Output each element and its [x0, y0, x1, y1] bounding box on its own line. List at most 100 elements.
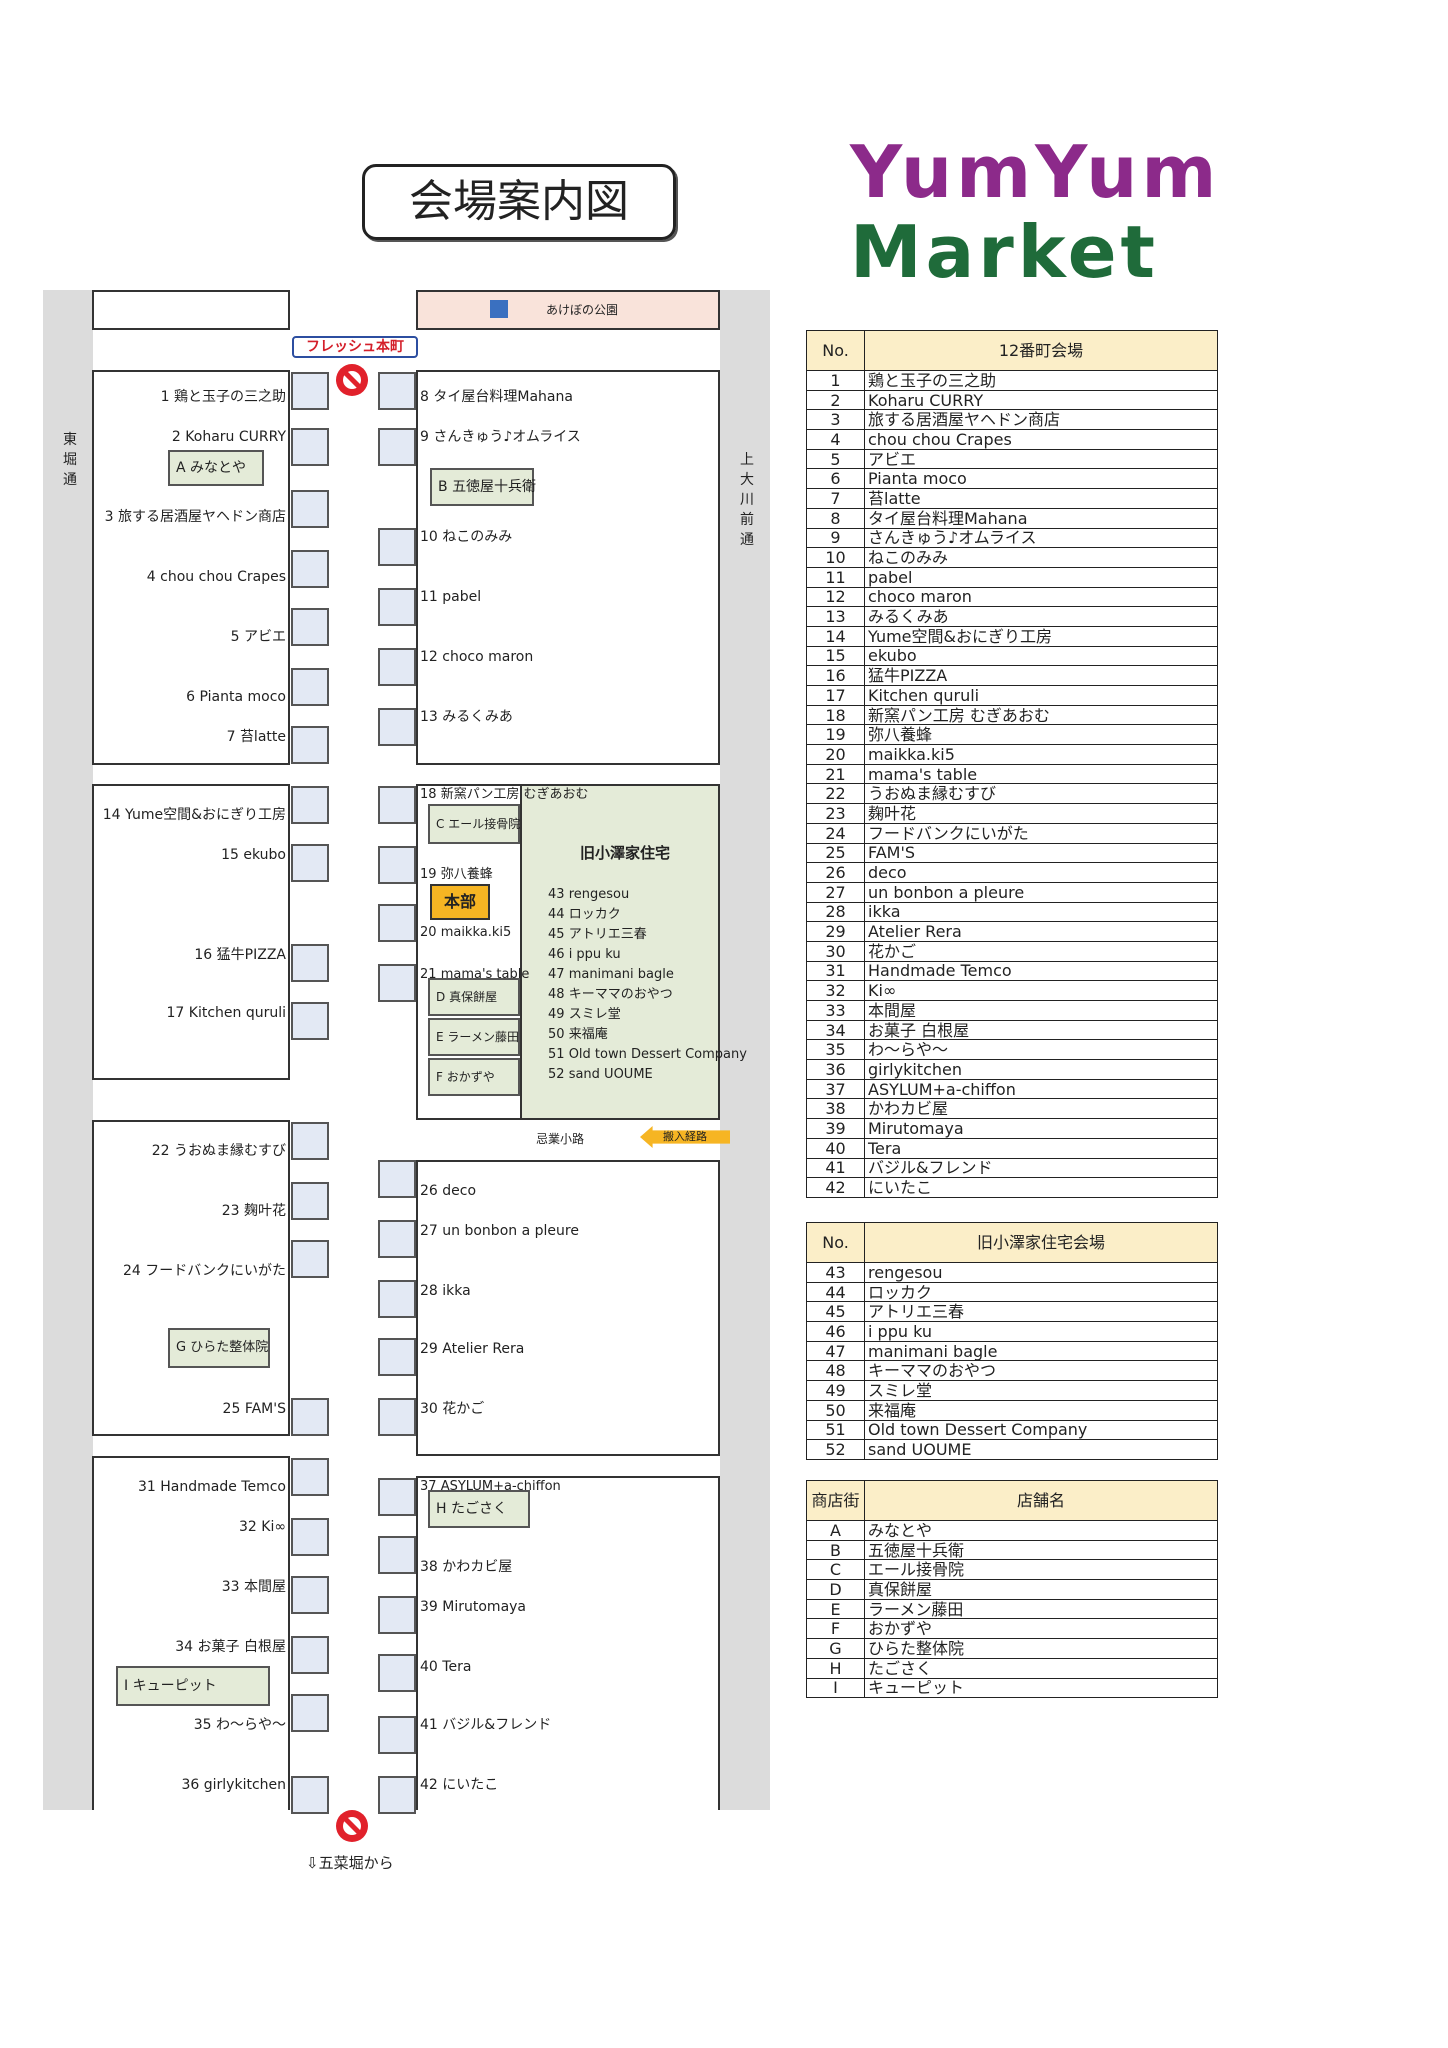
map-label-1: 1 鶏と玉子の三之助 — [160, 389, 286, 405]
map-label-36: 36 girlykitchen — [181, 1777, 286, 1793]
row-name: 新窯パン工房 むぎあおむ — [864, 704, 1218, 726]
right-block-3 — [416, 1160, 720, 1456]
row-name: 花かご — [864, 940, 1218, 962]
row-number: 4 — [806, 429, 865, 450]
map-title: 会場案内図 — [362, 164, 676, 240]
map-label-39: 39 Mirutomaya — [420, 1599, 527, 1615]
row-number: 44 — [806, 1281, 865, 1303]
left-block-4 — [92, 1456, 290, 1810]
row-name: キーママのおやつ — [864, 1360, 1218, 1382]
stall-box — [378, 1220, 416, 1258]
row-name: エール接骨院 — [864, 1559, 1218, 1581]
map-label-49: 49 スミレ堂 — [548, 1007, 621, 1022]
row-name: pabel — [864, 566, 1218, 588]
row-number: 48 — [806, 1360, 865, 1382]
map-label-21: 21 mama's table — [420, 967, 530, 982]
row-number: B — [806, 1539, 865, 1561]
row-name: Handmade Temco — [864, 960, 1218, 982]
map-label-3: 3 旅する居酒屋ヤヘドン商店 — [104, 509, 286, 525]
shop-box-d: D 真保餅屋 — [428, 978, 520, 1016]
stall-box — [378, 1716, 416, 1754]
row-number: 14 — [806, 625, 865, 647]
east-bori-street — [43, 290, 93, 1810]
map-label-19: 19 弥八養蜂 — [420, 867, 493, 882]
map-label-11: 11 pabel — [420, 589, 482, 605]
map-label-2: 2 Koharu CURRY — [171, 429, 286, 445]
row-name: 真保餅屋 — [864, 1579, 1218, 1600]
row-name: わ〜らや〜 — [864, 1039, 1218, 1061]
west-street-label: 東堀通 — [63, 432, 77, 488]
row-name: Atelier Rera — [864, 921, 1218, 942]
row-number: 49 — [806, 1380, 865, 1401]
stall-box — [291, 550, 329, 588]
row-number: 47 — [806, 1340, 865, 1362]
row-number: 13 — [806, 606, 865, 627]
row-name: Koharu CURRY — [864, 389, 1218, 411]
row-number: 16 — [806, 665, 865, 686]
row-name: mama's table — [864, 763, 1218, 785]
map-label-40: 40 Tera — [420, 1659, 472, 1675]
row-name: ikka — [864, 901, 1218, 923]
row-number: 34 — [806, 1019, 865, 1041]
stall-box — [291, 1458, 329, 1496]
stall-box — [291, 1398, 329, 1436]
map-label-38: 38 かわカビ屋 — [420, 1559, 513, 1575]
row-number: 6 — [806, 468, 865, 490]
map-label-9: 9 さんきゅう♪オムライス — [420, 429, 581, 445]
map-label-45: 45 アトリエ三春 — [548, 927, 647, 942]
table-header-no: No. — [806, 330, 865, 371]
row-number: 23 — [806, 803, 865, 824]
row-number: 32 — [806, 980, 865, 1001]
row-name: ラーメン藤田 — [864, 1598, 1218, 1620]
row-name: rengesou — [864, 1262, 1218, 1283]
stall-box — [291, 786, 329, 824]
row-name: Tera — [864, 1137, 1218, 1159]
row-name: 弥八養蜂 — [864, 724, 1218, 746]
old-ozawa-house — [520, 784, 720, 1120]
row-name: Yume空間&おにぎり工房 — [864, 625, 1218, 647]
row-number: 28 — [806, 901, 865, 923]
stall-box — [291, 490, 329, 528]
stall-box — [378, 1160, 416, 1198]
logo-text-1: YumYum — [850, 130, 1221, 214]
row-name: にいたこ — [864, 1177, 1218, 1198]
map-label-41: 41 バジル&フレンド — [420, 1717, 552, 1733]
row-name: 鶏と玉子の三之助 — [864, 370, 1218, 391]
shop-box-g: G ひらた整体院 — [168, 1328, 270, 1368]
stall-box — [378, 1536, 416, 1574]
map-label-33: 33 本間屋 — [221, 1579, 286, 1595]
park-label: あけぼの公園 — [546, 303, 619, 317]
row-name: ekubo — [864, 645, 1218, 667]
stall-box — [378, 588, 416, 626]
stall-box — [378, 528, 416, 566]
map-label-23: 23 麹叶花 — [221, 1203, 286, 1219]
stall-box — [291, 428, 329, 466]
row-number: 37 — [806, 1078, 865, 1100]
